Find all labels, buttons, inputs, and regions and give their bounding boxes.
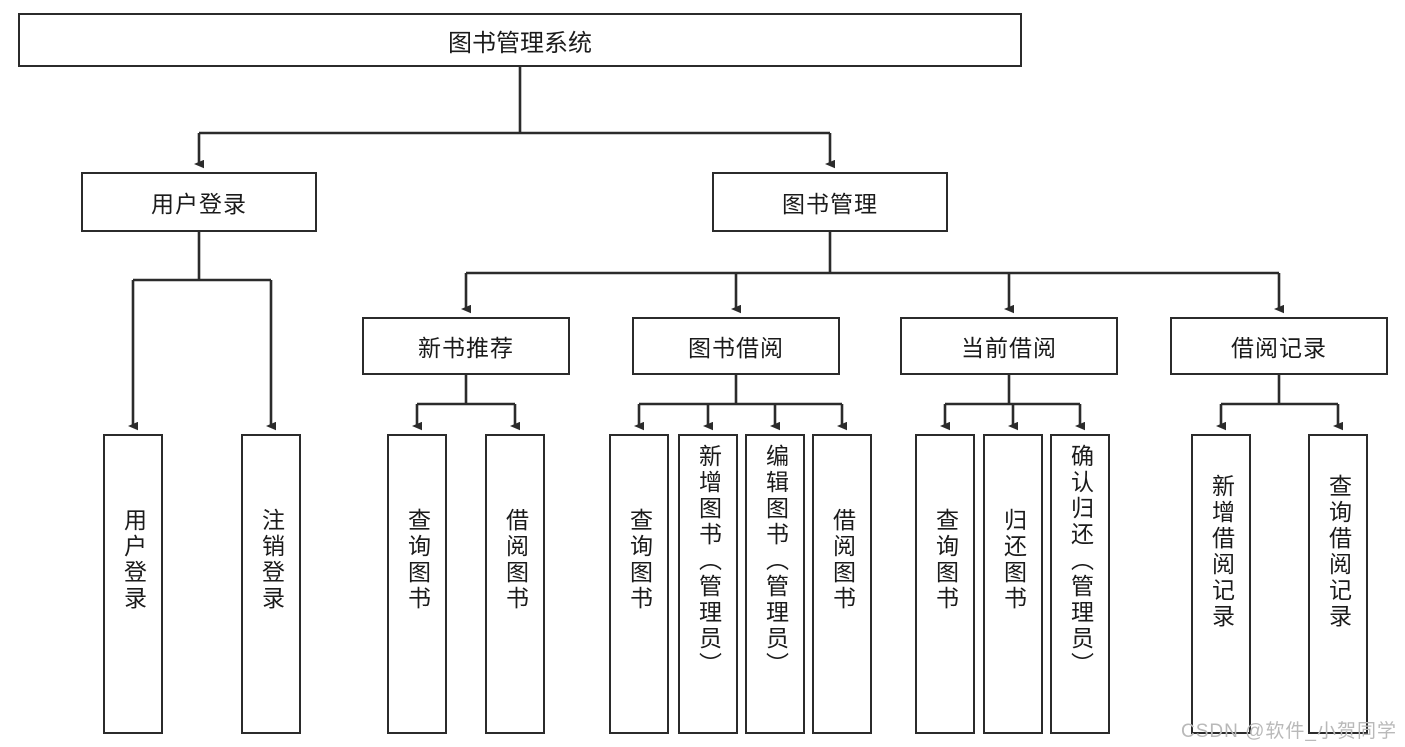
- leaf-add-book-admin[interactable]: 新增图书（管理员）: [678, 434, 738, 734]
- node-label: 查询图书: [404, 508, 431, 612]
- node-label: 查询借阅记录: [1325, 474, 1352, 630]
- node-label: 新增图书（管理员）: [695, 444, 722, 678]
- node-label: 查询图书: [932, 508, 959, 612]
- leaf-borrow-book[interactable]: 借阅图书: [812, 434, 872, 734]
- node-label: 图书管理: [782, 191, 878, 217]
- leaf-edit-book-admin[interactable]: 编辑图书（管理员）: [745, 434, 805, 734]
- node-label: 归还图书: [1000, 508, 1027, 612]
- node-label: 用户登录: [120, 508, 147, 612]
- node-label: 借阅图书: [829, 508, 856, 612]
- node-book-management[interactable]: 图书管理: [712, 172, 948, 232]
- node-root-system[interactable]: 图书管理系统: [18, 13, 1022, 67]
- node-current-borrow[interactable]: 当前借阅: [900, 317, 1118, 375]
- leaf-query-book-current[interactable]: 查询图书: [915, 434, 975, 734]
- leaf-query-borrow-record[interactable]: 查询借阅记录: [1308, 434, 1368, 734]
- leaf-add-borrow-record[interactable]: 新增借阅记录: [1191, 434, 1251, 734]
- leaf-query-book-borrow[interactable]: 查询图书: [609, 434, 669, 734]
- node-label: 确认归还（管理员）: [1067, 444, 1094, 678]
- node-new-book-recommend[interactable]: 新书推荐: [362, 317, 570, 375]
- leaf-return-book[interactable]: 归还图书: [983, 434, 1043, 734]
- node-label: 注销登录: [258, 508, 285, 612]
- node-label: 图书借阅: [688, 335, 784, 361]
- node-label: 新增借阅记录: [1208, 474, 1235, 630]
- leaf-user-login[interactable]: 用户登录: [103, 434, 163, 734]
- node-book-borrow[interactable]: 图书借阅: [632, 317, 840, 375]
- node-label: 借阅图书: [502, 508, 529, 612]
- watermark-text: CSDN @软件_小贺同学: [1181, 721, 1397, 742]
- leaf-borrow-book-recommend[interactable]: 借阅图书: [485, 434, 545, 734]
- leaf-query-book-recommend[interactable]: 查询图书: [387, 434, 447, 734]
- node-label: 图书管理系统: [448, 29, 592, 57]
- node-borrow-record[interactable]: 借阅记录: [1170, 317, 1388, 375]
- node-label: 用户登录: [151, 191, 247, 217]
- leaf-confirm-return-admin[interactable]: 确认归还（管理员）: [1050, 434, 1110, 734]
- leaf-logout-login[interactable]: 注销登录: [241, 434, 301, 734]
- node-label: 当前借阅: [961, 335, 1057, 361]
- node-label: 编辑图书（管理员）: [762, 444, 789, 678]
- node-user-login[interactable]: 用户登录: [81, 172, 317, 232]
- node-label: 新书推荐: [418, 335, 514, 361]
- node-label: 查询图书: [626, 508, 653, 612]
- node-label: 借阅记录: [1231, 335, 1327, 361]
